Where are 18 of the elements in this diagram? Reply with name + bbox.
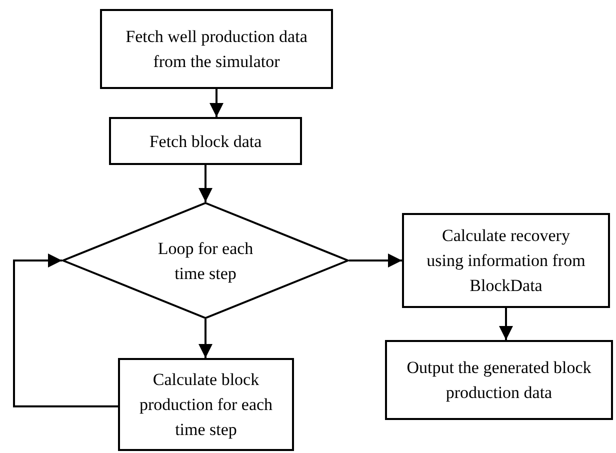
process-box [118,358,294,451]
decision-diamond [62,202,349,319]
node-text: Output the generated block production data [406,357,592,404]
node-text: Fetch well production data from the simulator [124,26,308,73]
process-box [100,9,333,89]
process-box [385,340,613,420]
node-text: Calculate block production for each time step [138,369,274,441]
process-box [109,117,302,165]
arrow [499,308,513,340]
node-text: Loop for each time step [156,238,254,285]
arrow [349,254,402,268]
node-text: Calculate recovery using information from BlockData [426,225,586,297]
arrow [210,89,224,117]
process-box [402,213,610,308]
node-text: Fetch block data [149,130,262,152]
arrow [198,319,212,358]
arrow [198,165,212,202]
arrow [13,254,118,408]
